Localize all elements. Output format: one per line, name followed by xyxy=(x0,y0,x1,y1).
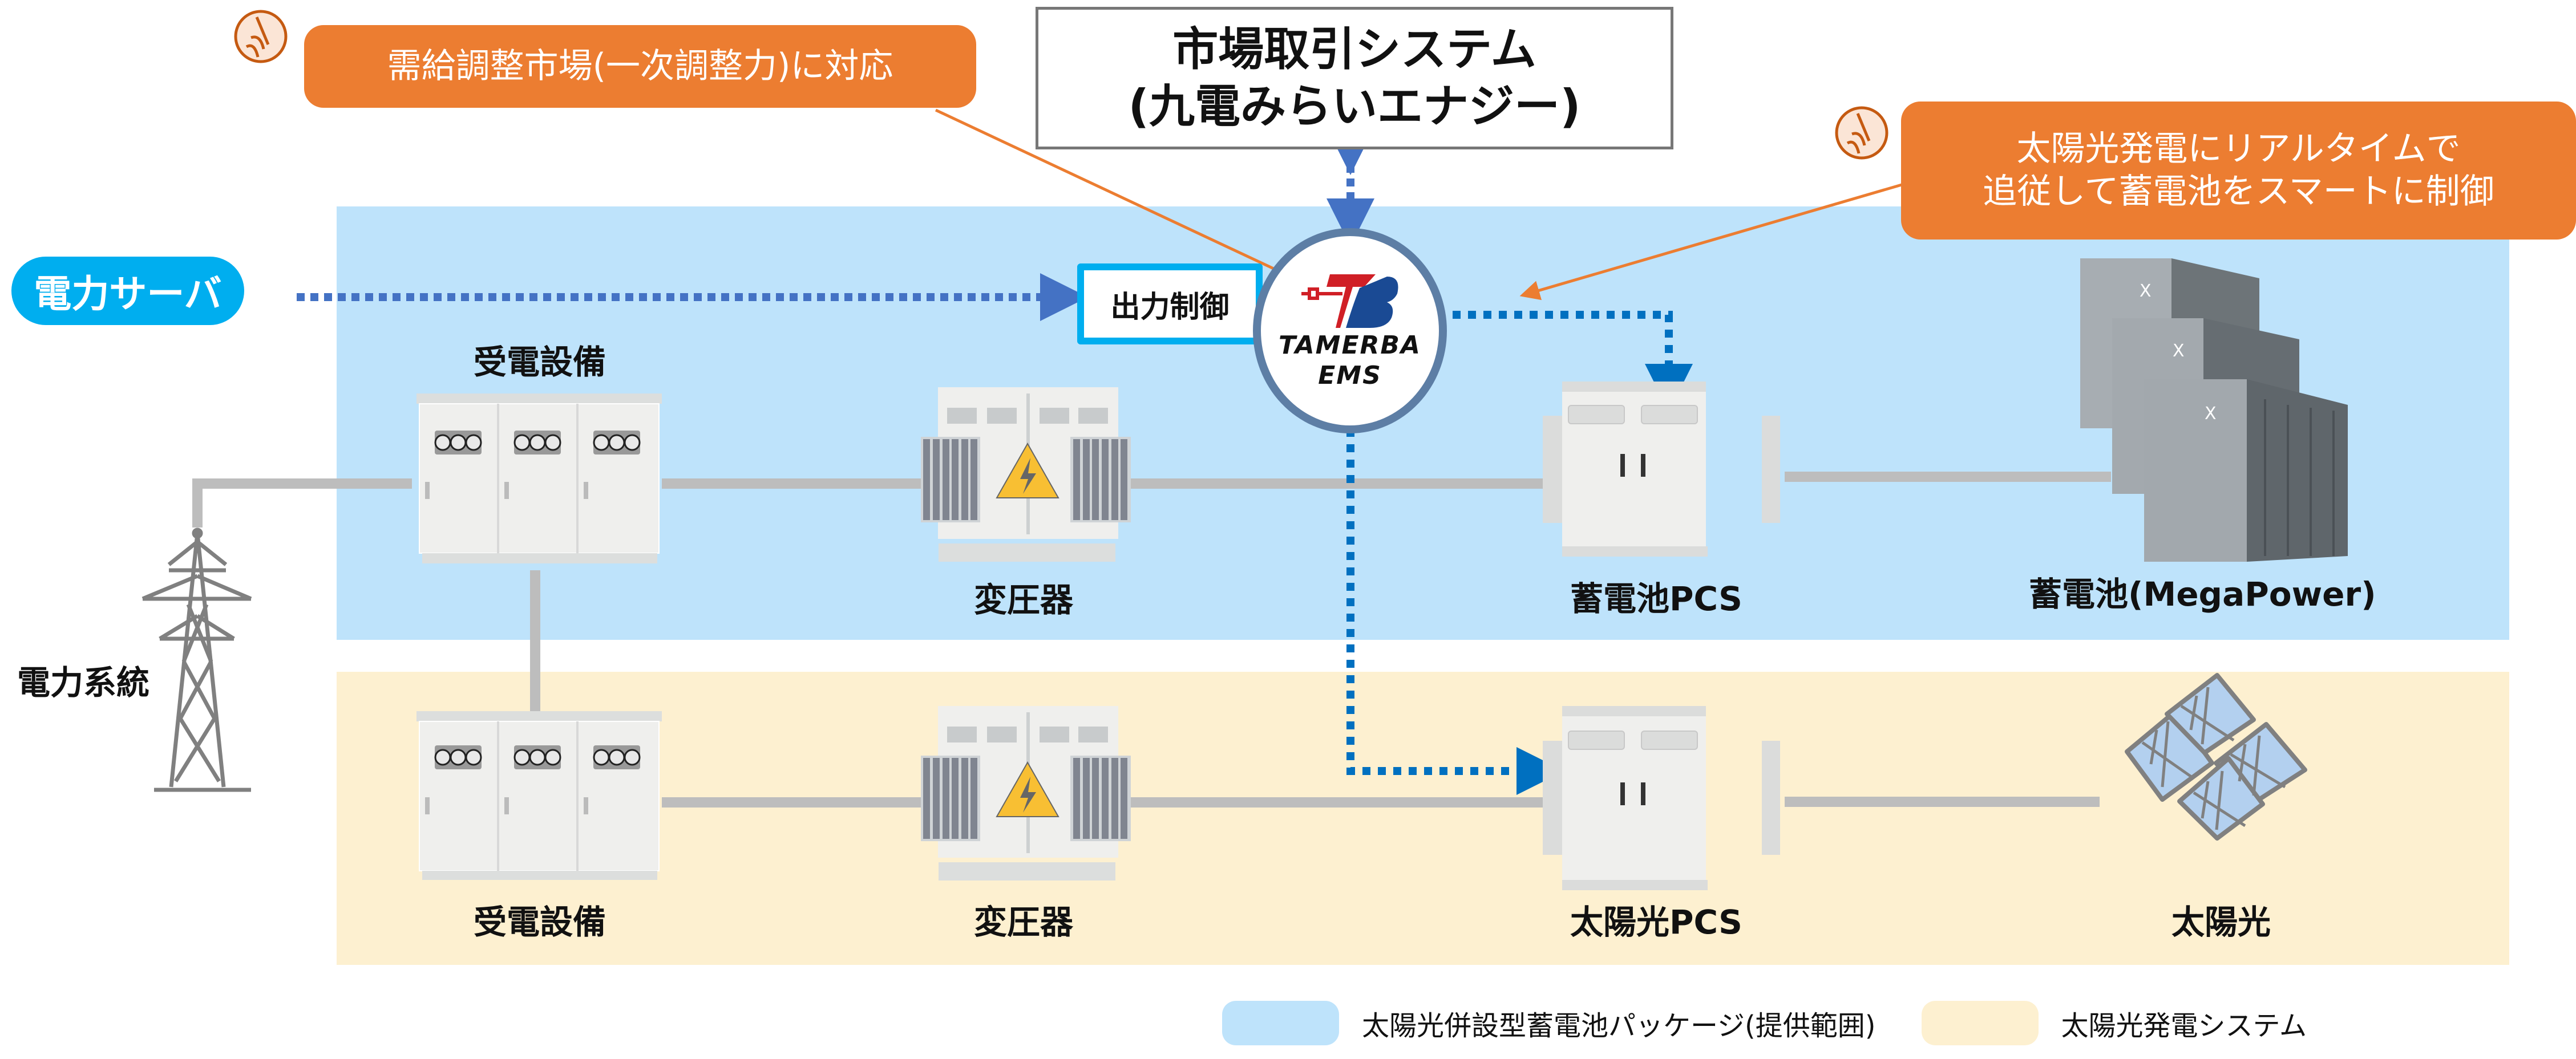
solar-tracking-callout-line2: 追従して蓄電池をスマートに制御 xyxy=(1983,172,2494,212)
ems-name-line2: EMS xyxy=(1318,360,1382,390)
market-trading-system-box: 市場取引システム (九電みらいエナジー) xyxy=(1036,7,1673,149)
power-lines xyxy=(192,472,2111,808)
legend-label-package: 太陽光併設型蓄電池パッケージ(提供範囲) xyxy=(1362,1010,1876,1042)
container-front: X xyxy=(2144,379,2348,562)
svg-text:X: X xyxy=(2173,341,2185,361)
battery-label: 蓄電池(MegaPower) xyxy=(2029,575,2376,614)
svg-text:X: X xyxy=(2205,404,2217,424)
market-callout: 需給調整市場(一次調整力)に対応 xyxy=(304,25,976,108)
solar-callout-pointer xyxy=(1519,182,1906,301)
top-transformer-label: 変圧器 xyxy=(974,581,1074,619)
solar-tracking-callout: 太陽光発電にリアルタイムで 追従して蓄電池をスマートに制御 xyxy=(1901,102,2576,240)
power-server-node: 電力サーバ xyxy=(11,257,244,325)
transmission-tower-icon xyxy=(141,528,252,792)
market-callout-text: 需給調整市場(一次調整力)に対応 xyxy=(387,46,893,86)
top-substation-label: 受電設備 xyxy=(474,343,606,382)
ems-name-line1: TAMERBA xyxy=(1279,330,1421,360)
battery-pcs-label: 蓄電池PCS xyxy=(1570,579,1742,618)
market-system-operator: (九電みらいエナジー) xyxy=(1128,80,1581,133)
pointing-hand-icon-2 xyxy=(1835,106,1888,160)
bottom-transformer-label: 変圧器 xyxy=(974,903,1074,942)
legend-item-package: 太陽光併設型蓄電池パッケージ(提供範囲) xyxy=(1222,1001,1876,1045)
tamerba-logo-icon xyxy=(1301,274,1398,328)
bottom-substation-label: 受電設備 xyxy=(474,903,606,942)
bottom-transformer-icon xyxy=(921,706,1131,881)
solar-pcs-label: 太陽光PCS xyxy=(1570,903,1742,942)
output-control-label: 出力制御 xyxy=(1110,290,1230,324)
top-substation-icon xyxy=(416,393,662,563)
battery-container-icon: X X X xyxy=(2080,258,2348,562)
solar-pcs-icon xyxy=(1543,706,1780,890)
legend-label-solar: 太陽光発電システム xyxy=(2061,1010,2307,1042)
grid-label: 電力系統 xyxy=(17,663,150,702)
output-control-box: 出力制御 xyxy=(1077,263,1263,344)
legend-swatch-yellow xyxy=(1921,1001,2039,1045)
solar-panel-icon xyxy=(2125,673,2307,841)
market-callout-pointer xyxy=(935,108,1299,281)
solar-tracking-callout-line1: 太陽光発電にリアルタイムで xyxy=(2016,129,2461,169)
solar-system-zone xyxy=(337,672,2509,965)
market-system-title: 市場取引システム xyxy=(1172,23,1536,76)
svg-text:X: X xyxy=(2140,281,2152,301)
legend-swatch-blue xyxy=(1222,1001,1339,1045)
legend-item-solar: 太陽光発電システム xyxy=(1921,1001,2307,1045)
legend: 太陽光併設型蓄電池パッケージ(提供範囲) 太陽光発電システム xyxy=(1222,1001,2307,1045)
ems-to-battery-pcs-link xyxy=(1453,311,1693,412)
tamerba-ems-node: TAMERBA EMS xyxy=(1253,228,1447,433)
solar-label: 太陽光 xyxy=(2171,903,2271,942)
ems-to-solar-pcs-link xyxy=(1346,429,1564,795)
grid-feed-line xyxy=(192,478,412,528)
battery-pcs-icon xyxy=(1543,382,1780,557)
top-transformer-icon xyxy=(921,387,1131,562)
power-server-label: 電力サーバ xyxy=(34,272,222,316)
pointing-hand-icon xyxy=(234,10,288,63)
bottom-substation-icon xyxy=(416,711,662,880)
